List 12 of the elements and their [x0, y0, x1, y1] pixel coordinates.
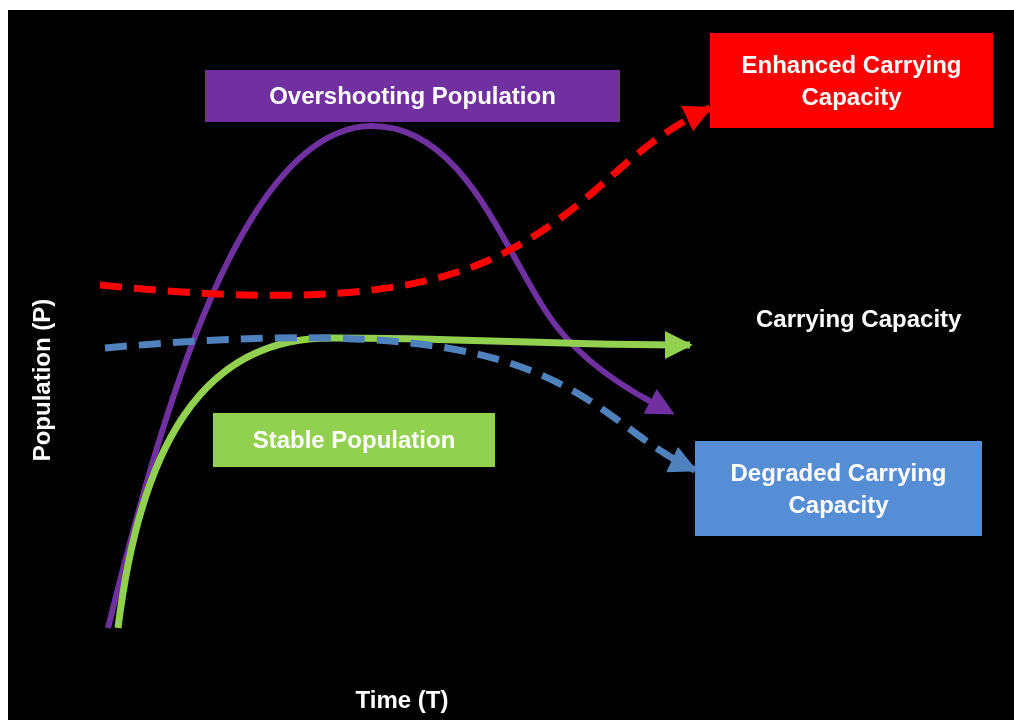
label-text: Degraded Carrying Capacity — [729, 458, 948, 520]
label-box — [695, 441, 982, 536]
label-box — [205, 70, 620, 122]
axis-title: Population (P) — [28, 298, 56, 462]
label-text: Enhanced Carrying Capacity — [740, 50, 963, 112]
arrow — [114, 330, 693, 629]
label-box — [710, 33, 993, 128]
curve-label: Carrying Capacity — [756, 304, 962, 335]
label-text: Stable Population — [252, 425, 456, 456]
label-box — [213, 413, 495, 467]
label-text: Overshooting Population — [269, 81, 556, 112]
axis-title: Time (T) — [355, 686, 449, 714]
